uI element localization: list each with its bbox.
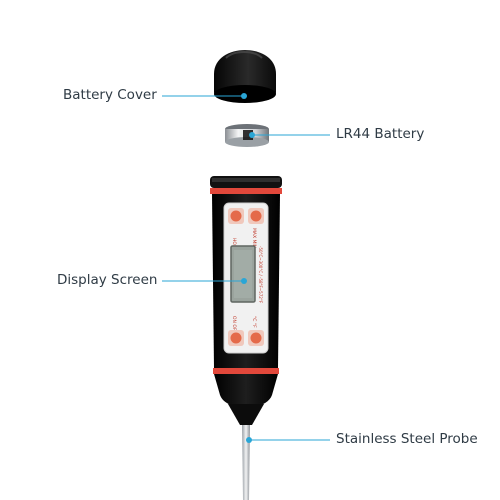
- c-f-button[interactable]: [248, 330, 264, 346]
- lr44-battery: [225, 124, 269, 147]
- on-off-button[interactable]: [228, 330, 244, 346]
- button-label-max-min: MAX MIN: [251, 228, 257, 248]
- stainless-steel-probe: [242, 425, 250, 500]
- range-text: -50°C~300°C / -58°F~572°F: [258, 246, 263, 304]
- button-label-on-off: ON OFF: [231, 316, 237, 333]
- faceplate: HOLD MAX MIN -50°C~300°C / -58°F~572°F O…: [223, 202, 269, 354]
- button-label-hold: HOLD: [231, 238, 237, 251]
- callout-probe: [246, 437, 330, 443]
- max-min-button[interactable]: [248, 208, 264, 224]
- callout-lr44-battery: [249, 132, 330, 138]
- label-display-screen: Display Screen: [57, 272, 158, 288]
- label-stainless-steel-probe: Stainless Steel Probe: [336, 431, 478, 447]
- label-lr44-battery: LR44 Battery: [336, 126, 425, 142]
- callout-battery-cover: [162, 93, 247, 99]
- label-battery-cover: Battery Cover: [63, 87, 157, 103]
- button-label-c-f: °C °F: [251, 316, 257, 328]
- callout-display-screen: [162, 278, 247, 284]
- hold-button[interactable]: [228, 208, 244, 224]
